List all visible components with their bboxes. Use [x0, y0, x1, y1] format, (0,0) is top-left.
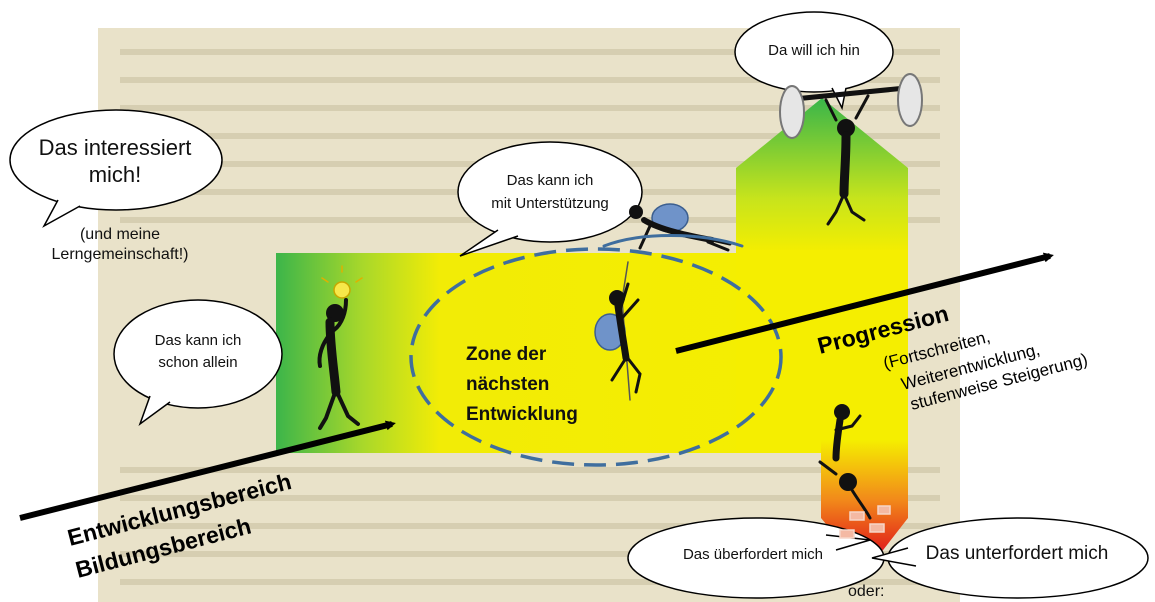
- interest-note-line1: (und meine: [79, 226, 161, 243]
- weightlifter-stick-figure-icon: [779, 73, 923, 226]
- bubble-want-to-go: [734, 11, 894, 111]
- bubble-can-alone: [113, 299, 283, 427]
- development-zone-band: [276, 253, 821, 453]
- climbing-stick-figure-icon: [594, 261, 642, 401]
- with-support-line1: Das kann ich: [506, 172, 594, 189]
- bubble-overwhelms: [627, 517, 885, 599]
- zone-line1: Zone der: [466, 344, 547, 365]
- can-alone-line2: schon allein: [158, 354, 238, 371]
- progression-arrow: [675, 252, 1054, 354]
- zone-outline: [409, 247, 783, 467]
- upward-arrow-shape: [736, 98, 908, 253]
- with-support-line2: mit Unterstützung: [491, 195, 609, 212]
- upper-right-block: [736, 250, 908, 453]
- falling-stick-figure-icon: [818, 404, 891, 539]
- lightbulb-stick-figure-icon: [317, 265, 363, 430]
- underwhelms-text: Das unterfordert mich: [925, 543, 1109, 564]
- bubble-interest: [9, 109, 223, 228]
- overwhelms-text: Das überfordert mich: [682, 546, 824, 563]
- zone-line3: Entwicklung: [466, 404, 578, 425]
- or-word: oder:: [848, 583, 885, 600]
- zone-line2: nächsten: [466, 374, 550, 395]
- helping-stick-figure-icon: [602, 203, 744, 252]
- interest-text: Das interessiert mich!: [38, 135, 192, 187]
- interest-note-line2: Lerngemeinschaft!): [51, 246, 189, 263]
- bubble-with-support: [457, 141, 643, 257]
- bubble-underwhelms: [871, 517, 1149, 599]
- want-to-go-text: Da will ich hin: [768, 42, 860, 59]
- can-alone-line1: Das kann ich: [154, 332, 242, 349]
- development-arrow: [19, 420, 396, 521]
